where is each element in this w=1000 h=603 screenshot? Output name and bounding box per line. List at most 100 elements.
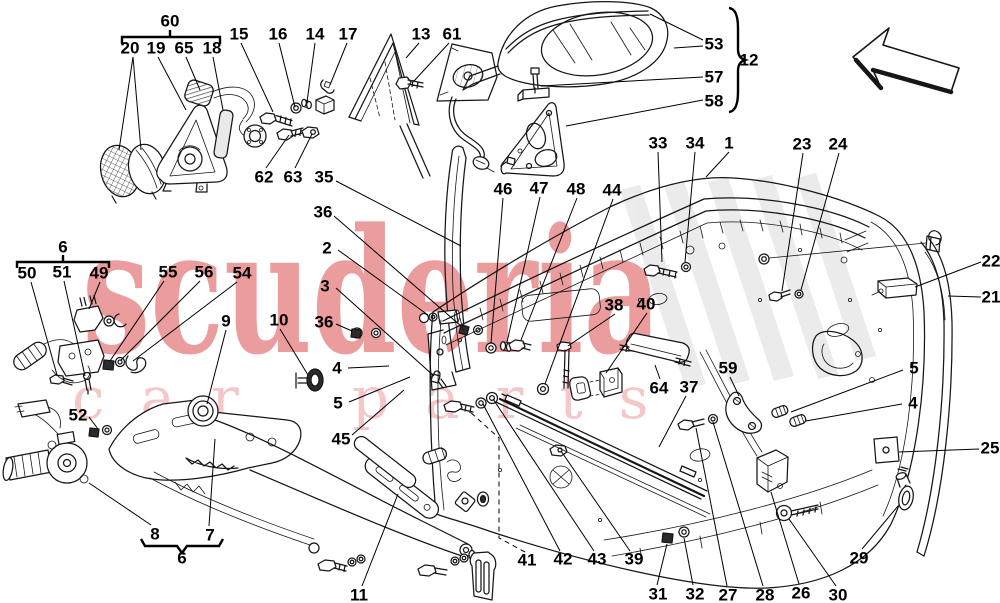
leader-line xyxy=(337,249,429,316)
part-label-23: 23 xyxy=(793,135,812,154)
part-label-33: 33 xyxy=(649,134,668,153)
part-label-18: 18 xyxy=(203,39,222,58)
part-label-15: 15 xyxy=(230,25,249,44)
part-label-36: 36 xyxy=(315,313,334,332)
part-label-64: 64 xyxy=(650,379,669,398)
leader-line xyxy=(88,482,152,526)
part-label-7: 7 xyxy=(205,526,214,545)
underbrace-group-6-bottom xyxy=(139,538,225,556)
part-label-20: 20 xyxy=(121,39,140,58)
leader-line xyxy=(347,365,390,369)
leader-line xyxy=(88,416,99,430)
leader-line xyxy=(30,281,58,376)
part-label-13: 13 xyxy=(412,25,431,44)
leader-line xyxy=(492,398,595,552)
part-label-55: 55 xyxy=(159,263,178,282)
leader-line xyxy=(132,281,238,362)
leader-line xyxy=(683,537,694,586)
leader-line xyxy=(565,99,704,127)
part-label-59: 59 xyxy=(719,359,738,378)
part-label-46: 46 xyxy=(494,180,513,199)
leader-line xyxy=(657,151,663,263)
leader-line xyxy=(351,389,405,436)
part-label-40: 40 xyxy=(637,295,656,314)
part-label-16: 16 xyxy=(269,25,288,44)
part-label-56: 56 xyxy=(195,263,214,282)
part-label-11: 11 xyxy=(350,586,368,603)
part-label-65: 65 xyxy=(175,39,194,58)
part-label-54: 54 xyxy=(233,264,252,283)
leader-line xyxy=(898,448,980,453)
part-label-38: 38 xyxy=(605,296,624,315)
part-label-53: 53 xyxy=(705,35,724,54)
leader-line xyxy=(413,42,450,82)
part-label-32: 32 xyxy=(686,585,705,603)
part-label-61: 61 xyxy=(443,25,462,44)
part-label-5: 5 xyxy=(909,359,918,378)
leader-line xyxy=(658,395,687,448)
leader-line xyxy=(520,197,578,341)
leader-line xyxy=(335,323,353,332)
leader-line xyxy=(265,134,290,169)
part-label-35: 35 xyxy=(315,168,334,187)
leader-line xyxy=(206,329,227,405)
leader-line xyxy=(63,280,86,377)
leader-line xyxy=(157,56,187,111)
part-label-8: 8 xyxy=(150,525,159,544)
part-label-6: 6 xyxy=(58,238,67,257)
leader-line xyxy=(118,56,134,151)
leader-line xyxy=(705,151,730,178)
part-label-4: 4 xyxy=(332,359,342,378)
leader-line xyxy=(333,215,462,327)
leader-line xyxy=(656,543,668,586)
leader-line xyxy=(712,421,764,587)
leader-line xyxy=(348,376,411,403)
leader-line xyxy=(88,281,101,310)
leader-line xyxy=(120,280,201,361)
part-label-63: 63 xyxy=(284,168,303,187)
leader-line xyxy=(800,152,840,291)
leader-line xyxy=(482,403,561,552)
part-label-39: 39 xyxy=(625,550,644,569)
part-label-10: 10 xyxy=(270,311,289,330)
part-label-42: 42 xyxy=(554,550,573,569)
part-label-14: 14 xyxy=(306,25,325,44)
leader-line xyxy=(790,369,904,413)
leader-line xyxy=(506,196,541,343)
part-label-22: 22 xyxy=(982,252,1000,271)
leader-line xyxy=(560,450,631,552)
leader-line xyxy=(544,198,614,385)
mirror-fasteners xyxy=(259,79,335,127)
glass-run-rail xyxy=(495,393,711,518)
leader-line xyxy=(649,13,704,41)
direction-arrow-icon xyxy=(852,27,960,95)
leader-line xyxy=(185,56,201,91)
leader-line xyxy=(605,312,648,374)
triangular-gasket xyxy=(500,102,565,177)
part-label-6: 6 xyxy=(177,549,186,568)
part-label-5: 5 xyxy=(333,394,342,413)
part-label-58: 58 xyxy=(705,92,724,111)
leader-line xyxy=(329,42,348,86)
leader-line xyxy=(567,313,616,347)
part-label-62: 62 xyxy=(255,168,274,187)
part-label-47: 47 xyxy=(530,179,549,198)
leader-line xyxy=(335,180,462,247)
group-brackets xyxy=(15,6,750,556)
leader-line xyxy=(361,493,399,587)
watermark-layer: scuderia car parts xyxy=(72,173,876,432)
leader-line xyxy=(654,364,661,380)
leader-line xyxy=(490,197,504,344)
part-label-4: 4 xyxy=(908,394,918,413)
part-label-24: 24 xyxy=(829,135,848,154)
part-label-51: 51 xyxy=(53,263,72,282)
part-label-57: 57 xyxy=(705,68,724,87)
weatherstrip-channel xyxy=(916,230,953,557)
channel-fastener-row xyxy=(485,339,623,401)
part-label-31: 31 xyxy=(649,585,668,603)
part-label-9: 9 xyxy=(221,312,230,331)
leader-line xyxy=(684,151,696,263)
part-label-29: 29 xyxy=(850,549,869,568)
